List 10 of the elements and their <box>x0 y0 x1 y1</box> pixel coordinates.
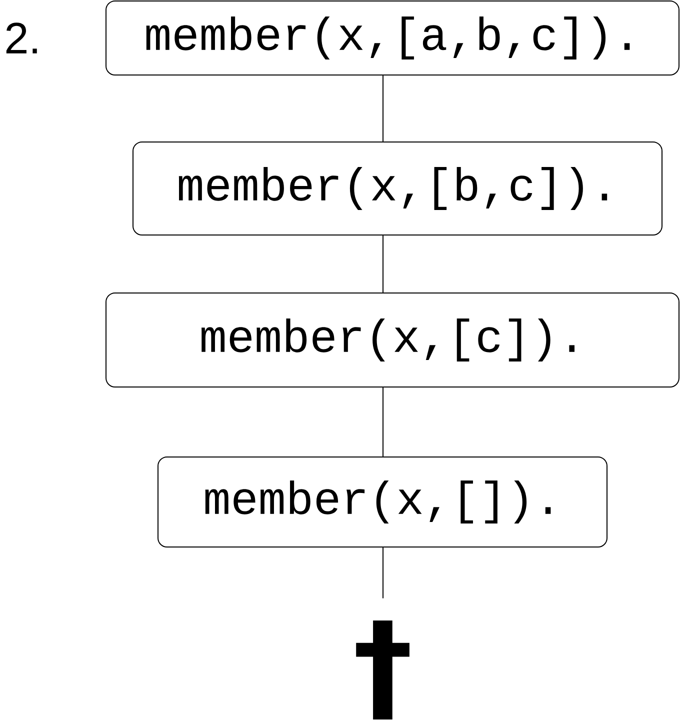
term-box: member(x,[a,b,c]). <box>106 0 680 76</box>
term-box: member(x,[]). <box>158 456 608 548</box>
connector-line <box>382 387 384 457</box>
dagger-symbol: † <box>356 620 410 720</box>
term-box: member(x,[c]). <box>106 292 680 388</box>
term-box: member(x,[b,c]). <box>132 142 662 236</box>
connector-line <box>382 235 384 293</box>
connector-line <box>382 547 384 599</box>
connector-line <box>382 75 384 142</box>
step-number: 2. <box>6 22 37 54</box>
